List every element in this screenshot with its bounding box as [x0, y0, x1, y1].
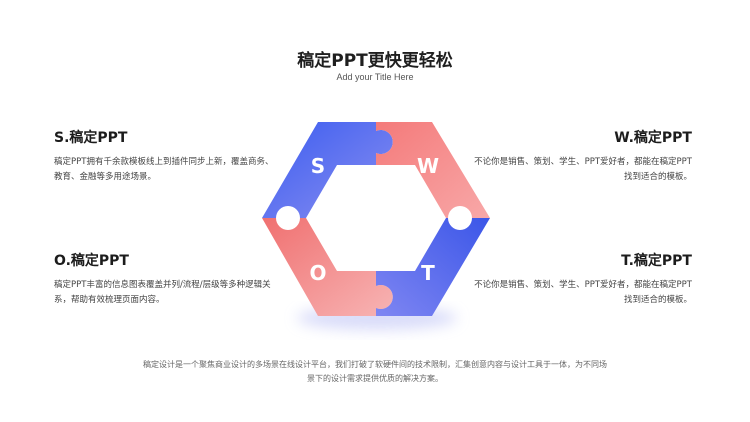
- segment-t: [376, 218, 490, 316]
- block-s-heading: S.稿定PPT: [54, 130, 128, 146]
- footer-description: 稿定设计是一个聚焦商业设计的多场景在线设计平台，我们打破了软硬件间的技术限制，汇…: [143, 360, 607, 383]
- letter-w: W: [417, 154, 439, 178]
- swot-block-o: O.稿定PPT 稿定PPT丰富的信息图表覆盖并列/流程/层级等多种逻辑关系，帮助…: [54, 250, 274, 308]
- segment-s: [262, 122, 393, 218]
- swot-block-s: S.稿定PPT 稿定PPT拥有千余款模板线上到插件同步上新，覆盖商务、教育、金融…: [54, 127, 274, 185]
- segment-w: [376, 122, 490, 218]
- swot-block-t: T.稿定PPT 不论你是销售、策划、学生、PPT爱好者，都能在稿定PPT找到适合…: [472, 250, 692, 308]
- letter-s: S: [311, 154, 325, 178]
- letter-o: O: [309, 261, 326, 285]
- page-subtitle: Add your Title Here: [336, 72, 414, 82]
- block-t-heading: T.稿定PPT: [621, 253, 692, 269]
- block-w-text: 不论你是销售、策划、学生、PPT爱好者，都能在稿定PPT找到适合的模板。: [474, 157, 692, 182]
- segment-o: [262, 218, 393, 316]
- block-o-heading: O.稿定PPT: [54, 253, 129, 269]
- swot-block-w: W.稿定PPT 不论你是销售、策划、学生、PPT爱好者，都能在稿定PPT找到适合…: [472, 127, 692, 185]
- page-title: 稿定PPT更快更轻松: [297, 51, 453, 71]
- block-o-text: 稿定PPT丰富的信息图表覆盖并列/流程/层级等多种逻辑关系，帮助有效梳理页面内容…: [54, 280, 271, 305]
- block-s-text: 稿定PPT拥有千余款模板线上到插件同步上新，覆盖商务、教育、金融等多用途场景。: [54, 157, 274, 182]
- block-t-text: 不论你是销售、策划、学生、PPT爱好者，都能在稿定PPT找到适合的模板。: [474, 280, 692, 305]
- block-w-heading: W.稿定PPT: [614, 130, 692, 146]
- letter-t: T: [421, 261, 435, 285]
